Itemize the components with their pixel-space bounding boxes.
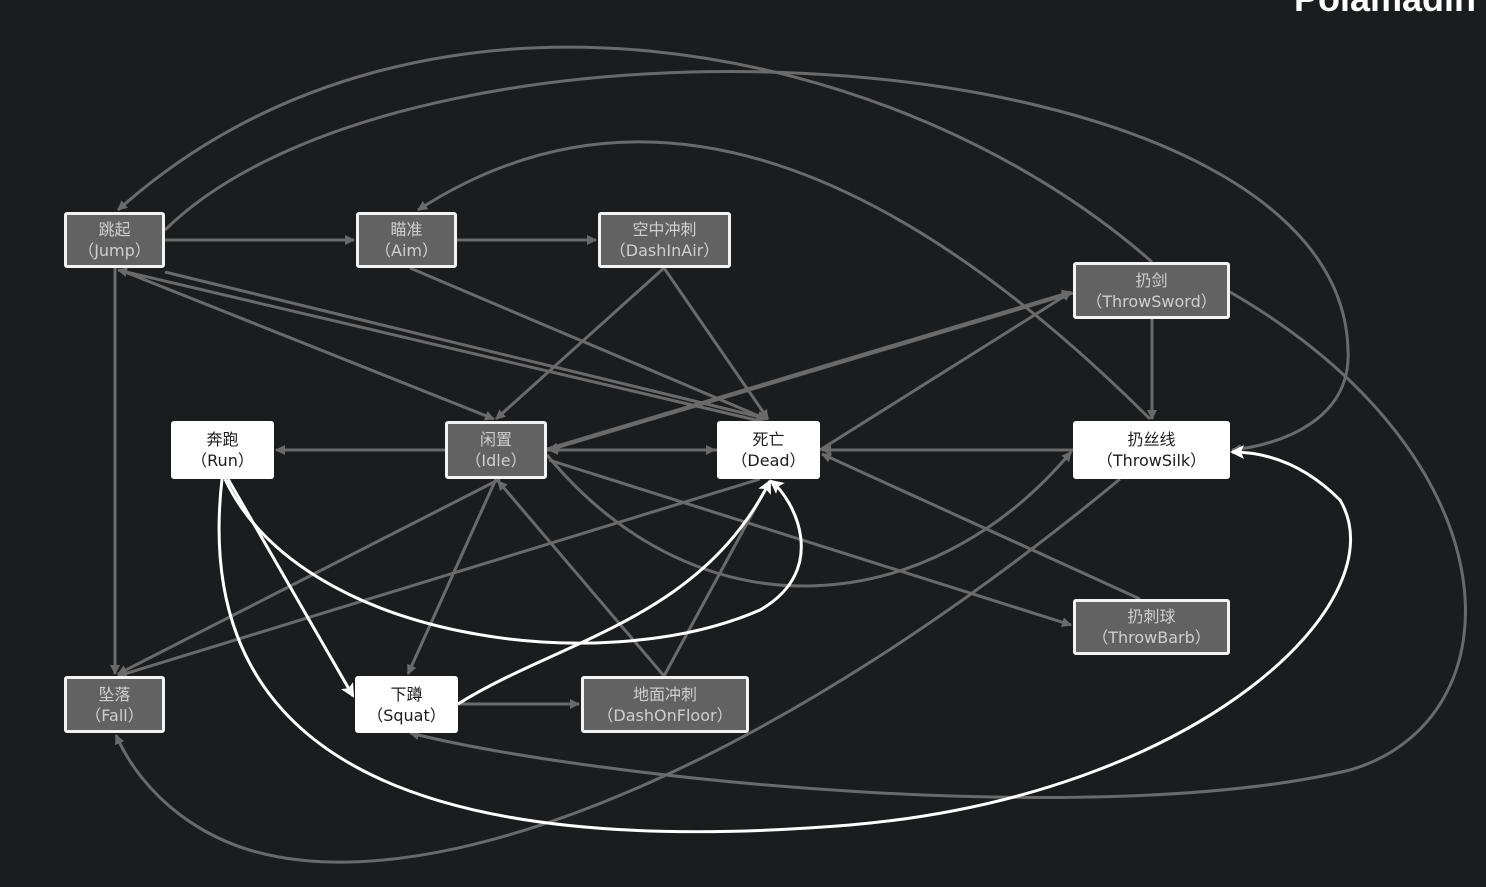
edge-dead-to-jump xyxy=(117,267,761,423)
edge-aim-to-dead xyxy=(409,266,767,421)
state-node-dead[interactable]: 死亡 （Dead） xyxy=(717,421,820,479)
edge-jump-to-throwsilk xyxy=(163,70,1350,455)
node-label-zh: 闲置 xyxy=(479,430,512,449)
node-label-en: （ThrowSilk） xyxy=(1096,451,1207,470)
edge-squat-to-dead xyxy=(457,479,772,706)
edge-dashinair-to-idle xyxy=(494,266,666,421)
state-node-aim[interactable]: 瞄准 （Aim） xyxy=(356,212,457,268)
node-label-en: （Fall） xyxy=(85,705,144,725)
node-label-zh: 空中冲刺 xyxy=(632,220,697,239)
node-label-en: （Aim） xyxy=(375,241,438,260)
edge-idle-to-fall xyxy=(117,477,501,676)
state-node-run[interactable]: 奔跑 （Run） xyxy=(171,421,274,479)
state-node-jump[interactable]: 跳起 （Jump） xyxy=(64,212,165,268)
node-label-zh: 扔刺球 xyxy=(1127,607,1176,626)
state-node-fall[interactable]: 坠落 （Fall） xyxy=(64,676,165,733)
state-node-throwsilk[interactable]: 扔丝线 （ThrowSilk） xyxy=(1073,421,1230,479)
edge-throwsword-to-idle xyxy=(548,291,1074,453)
node-label-zh: 奔跑 xyxy=(206,430,239,449)
edge-idle-to-throwsword xyxy=(546,289,1072,451)
edge-run-to-throwsilk xyxy=(217,445,1352,834)
node-label-zh: 死亡 xyxy=(752,430,785,449)
node-label-en: （Idle） xyxy=(465,451,527,470)
node-label-en: （Jump） xyxy=(78,241,151,260)
node-label-zh: 扔剑 xyxy=(1135,270,1168,290)
edge-dashinair-to-dead xyxy=(662,267,770,420)
edge-dead-to-fall xyxy=(117,477,761,679)
state-node-idle[interactable]: 闲置 （Idle） xyxy=(445,421,547,479)
node-label-zh: 扔丝线 xyxy=(1127,430,1176,449)
state-node-dashinair[interactable]: 空中冲刺 （DashInAir） xyxy=(598,212,731,268)
edge-throwbarb-to-dead xyxy=(821,452,1141,601)
state-node-dashonfloor[interactable]: 地面冲刺 （DashOnFloor） xyxy=(581,676,749,733)
edge-jump-to-dead xyxy=(164,270,769,422)
edge-jump-to-idle xyxy=(119,268,495,421)
node-label-en: （Run） xyxy=(191,451,254,470)
state-node-throwsword[interactable]: 扔剑 （ThrowSword） xyxy=(1073,262,1230,319)
edge-dead-to-throwsword xyxy=(819,290,1072,452)
edge-run-to-dead xyxy=(223,478,803,645)
edge-throwsword-to-jump xyxy=(117,45,1153,264)
state-node-squat[interactable]: 下蹲 （Squat） xyxy=(355,676,458,733)
edge-idle-to-squat xyxy=(406,478,498,675)
node-label-en: （DashInAir） xyxy=(609,241,720,260)
edge-run-to-squat xyxy=(226,478,355,698)
edge-idle-to-throwbarb xyxy=(548,458,1072,628)
node-label-zh: 坠落 xyxy=(98,684,131,704)
node-label-zh: 瞄准 xyxy=(390,220,423,239)
state-node-throwbarb[interactable]: 扔刺球 （ThrowBarb） xyxy=(1073,599,1230,655)
node-label-en: （Dead） xyxy=(731,451,806,470)
edge-throwsword-to-aim xyxy=(417,140,1152,421)
edge-throwsilk-to-fall xyxy=(114,477,1121,864)
node-label-en: （ThrowSword） xyxy=(1086,291,1217,311)
corner-watermark: Polamadin xyxy=(1294,0,1476,20)
edge-throwsword-to-squat xyxy=(409,290,1467,800)
edge-idle-to-throwsilk xyxy=(545,451,1073,588)
node-label-zh: 地面冲刺 xyxy=(632,684,697,704)
node-label-en: （ThrowBarb） xyxy=(1092,628,1211,647)
node-label-en: （DashOnFloor） xyxy=(597,705,733,725)
node-label-en: （Squat） xyxy=(367,705,446,725)
node-label-zh: 下蹲 xyxy=(390,684,423,704)
edge-dashonfloor-to-idle xyxy=(496,480,666,677)
node-label-zh: 跳起 xyxy=(98,220,131,239)
